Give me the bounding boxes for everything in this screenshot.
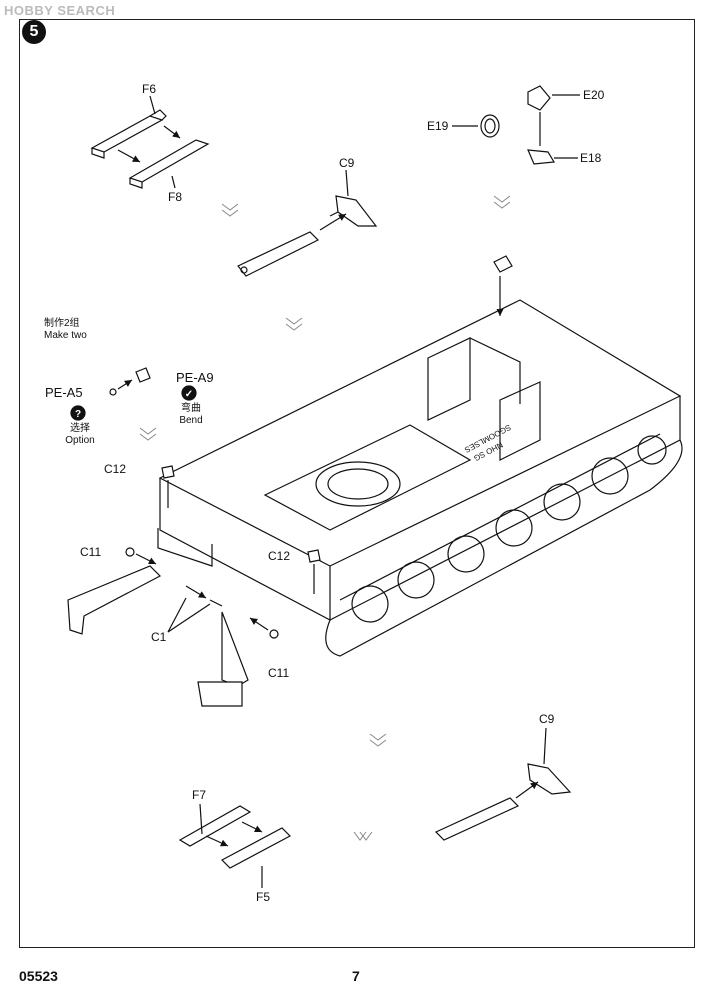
label-c9-top: C9 [339,156,355,170]
question-icon [70,405,86,421]
svg-text:✓: ✓ [185,389,193,400]
label-f7: F7 [192,788,207,802]
road-wheels [351,435,667,623]
page-frame [19,19,695,948]
part-f8-rail [128,139,210,189]
label-c11-left: C11 [80,545,102,559]
page-number: 7 [352,968,360,984]
bend-note: 弯曲 Bend [179,403,203,426]
label-e20: E20 [583,88,605,102]
label-c1: C1 [151,630,167,644]
tank-hull [157,299,683,657]
label-f5: F5 [256,890,271,904]
step-number-badge: 5 [22,20,46,44]
make-two-note: 制作2组 Make two [44,318,87,341]
label-f6: F6 [142,82,157,96]
label-e18: E18 [580,151,602,165]
product-code: 05523 [19,968,58,984]
label-pe-a9: PE-A9 [176,370,214,385]
label-c11-right: C11 [268,666,290,680]
part-e18 [527,149,556,165]
label-e19: E19 [427,119,449,133]
part-e19 [480,114,500,138]
label-f8: F8 [168,190,183,204]
label-c9-bottom: C9 [539,712,555,726]
label-pe-a5: PE-A5 [45,385,83,400]
label-c12-right: C12 [268,549,291,563]
part-e20 [527,85,551,111]
option-note: 选择 Option [65,423,95,446]
check-icon [181,385,197,401]
part-f6-rail [90,109,167,159]
label-c12-left: C12 [104,462,127,476]
svg-text:?: ? [75,409,81,420]
hobby-search-watermark: HOBBY SEARCH [4,3,116,18]
part-c9-top [237,195,378,277]
